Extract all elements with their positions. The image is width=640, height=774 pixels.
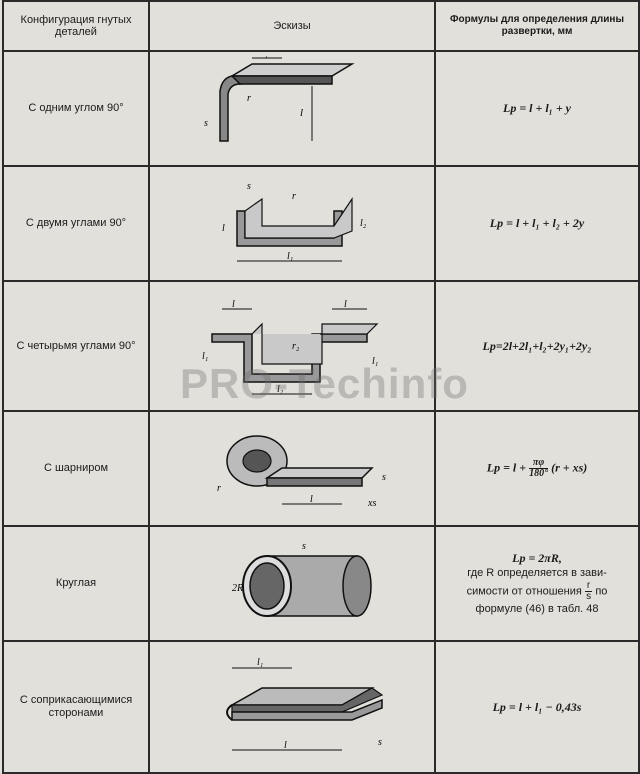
- label-s: s: [378, 737, 382, 748]
- formula-cell: Lp = l + l₁ + l₂ + 2y: [434, 165, 640, 282]
- table-row: С четырьмя углами 90° l l r₂ l₁ l₁ l₂ Lp…: [2, 280, 640, 412]
- header-sketches: Эскизы: [148, 0, 436, 52]
- label-s: s: [302, 541, 306, 552]
- label-s: s: [382, 472, 386, 483]
- table-row: С шарниром r l xs s Lp = l + πφ 180° (r …: [2, 410, 640, 527]
- label-r: r: [247, 93, 251, 104]
- label-r: r: [217, 483, 221, 494]
- formula-cell: Lp=2l+2l₁+l₂+2y₁+2y₂: [434, 280, 640, 412]
- config-cell: С одним углом 90°: [2, 50, 150, 167]
- config-cell: С соприкасающимися сторонами: [2, 640, 150, 774]
- label-s: s: [247, 181, 251, 192]
- formula-main: Lp = l +: [486, 460, 527, 475]
- label-l: l: [284, 740, 287, 751]
- formula-cell: Lp = l + πφ 180° (r + xs): [434, 410, 640, 527]
- label-s: s: [204, 118, 208, 129]
- sketch-four-angles: l l r₂ l₁ l₁ l₂: [148, 280, 436, 412]
- fraction-denominator: s: [586, 590, 592, 602]
- label-l1: l₁: [257, 657, 263, 668]
- label-l: l: [222, 223, 225, 234]
- config-cell: С двумя углами 90°: [2, 165, 150, 282]
- formula-tail: (r + xs): [551, 460, 588, 475]
- note-text: по: [595, 584, 608, 597]
- formula-cell: Lp = 2πR, где R определяется в зави- сим…: [434, 525, 640, 642]
- table-row: Круглая 2R s Lp = 2πR, где R определяетс…: [2, 525, 640, 642]
- formula-cell: Lp = l + l₁ + y: [434, 50, 640, 167]
- note-text: симости от отношения: [466, 584, 582, 597]
- sketch-round: 2R s: [148, 525, 436, 642]
- fraction-numerator: r: [584, 579, 593, 592]
- fraction-denominator: 180°: [529, 468, 549, 479]
- formula-cell: Lp = l + l₁ − 0,43s: [434, 640, 640, 774]
- label-2r: 2R: [232, 583, 243, 594]
- label-r: r: [292, 191, 296, 202]
- label-l: l: [232, 299, 235, 310]
- formula-note-2: симости от отношения r s по: [436, 579, 638, 602]
- fraction-numerator: πφ: [529, 458, 549, 469]
- label-xs: xs: [367, 498, 376, 509]
- config-cell: С четырьмя углами 90°: [2, 280, 150, 412]
- header-configuration: Конфигурация гнутых деталей: [2, 0, 150, 52]
- label-l1: l₁: [202, 351, 208, 362]
- config-cell: Круглая: [2, 525, 150, 642]
- formula-main: Lp = 2πR,: [512, 550, 562, 565]
- label-l2: l₂: [360, 218, 367, 229]
- label-l2: l₂: [277, 384, 284, 395]
- label-l1: l₁: [262, 56, 268, 59]
- note-fraction: r s: [584, 579, 593, 602]
- label-l1: l₁: [372, 356, 378, 367]
- table-row: С двумя углами 90° s r l l₂ l₁ Lp = l + …: [2, 165, 640, 282]
- label-r2: r₂: [292, 341, 300, 352]
- sketch-two-angles: s r l l₂ l₁: [148, 165, 436, 282]
- table-row: С соприкасающимися сторонами l₁ l s Lp =…: [2, 640, 640, 774]
- table-row: С одним углом 90° l₁ r s l Lp = l + l₁ +…: [2, 50, 640, 167]
- sketch-one-angle: l₁ r s l: [148, 50, 436, 167]
- label-l: l: [300, 107, 303, 119]
- formula-note-1: где R определяется в зави-: [467, 566, 607, 579]
- header-row: Конфигурация гнутых деталей Эскизы Форму…: [2, 0, 640, 52]
- formula-note-3: формуле (46) в табл. 48: [475, 602, 599, 615]
- sketch-touching-sides: l₁ l s: [148, 640, 436, 774]
- header-formulas: Формулы для определения длины развертки,…: [434, 0, 640, 52]
- formula-fraction: πφ 180°: [529, 458, 549, 479]
- label-l1: l₁: [287, 251, 293, 262]
- label-l: l: [344, 299, 347, 310]
- config-cell: С шарниром: [2, 410, 150, 527]
- label-l: l: [310, 494, 313, 505]
- sketch-hinge: r l xs s: [148, 410, 436, 527]
